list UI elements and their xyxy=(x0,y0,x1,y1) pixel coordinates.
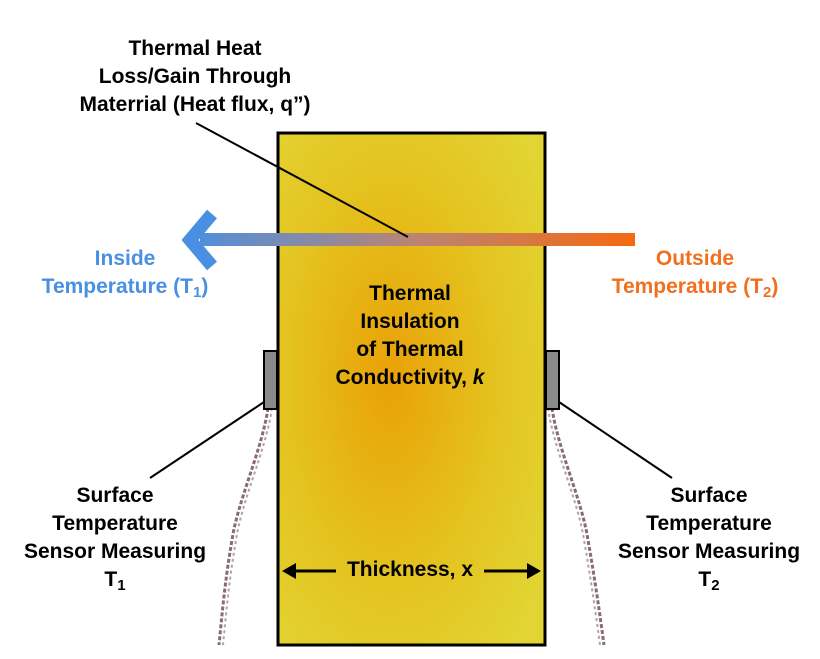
left-sensor-wire xyxy=(217,407,270,646)
right-sensor-label-line2: Temperature xyxy=(646,512,772,535)
thickness-arrowhead-left xyxy=(282,563,296,579)
left-sensor-label-line3: Sensor Measuring xyxy=(23,540,207,563)
left-sensor-label: Surface Temperature Sensor Measuring T1 xyxy=(5,482,225,594)
inside-temperature-label: Inside Temperature (T1) xyxy=(20,245,230,301)
heat-flux-leader-line xyxy=(195,122,409,238)
right-surface-sensor xyxy=(545,350,560,410)
right-sensor-leader-line xyxy=(558,401,673,479)
right-sensor-label-line4: T2 xyxy=(698,568,720,594)
thickness-arrowhead-right xyxy=(527,563,541,579)
insulation-label-line4: Conductivity, k xyxy=(335,366,485,389)
heat-flux-arrowhead xyxy=(181,209,217,271)
heat-flux-label: Thermal Heat Loss/Gain Through Materrial… xyxy=(60,35,330,119)
heat-flux-label-line1: Thermal Heat xyxy=(128,37,262,60)
left-sensor-label-line1: Surface xyxy=(76,484,154,507)
insulation-label-line3: of Thermal xyxy=(356,338,464,361)
left-sensor-leader-line xyxy=(149,401,265,479)
inside-label-line1: Inside xyxy=(94,247,156,270)
outside-temperature-label: Outside Temperature (T2) xyxy=(595,245,795,301)
right-sensor-label-line1: Surface xyxy=(670,484,748,507)
insulation-label-line2: Insulation xyxy=(360,310,460,333)
left-sensor-label-line2: Temperature xyxy=(52,512,178,535)
thickness-label: Thickness, x xyxy=(346,558,474,581)
right-sensor-label-line3: Sensor Measuring xyxy=(617,540,801,563)
outside-label-line2: Temperature (T2) xyxy=(611,275,779,301)
right-sensor-wire-2 xyxy=(547,407,601,646)
left-surface-sensor xyxy=(263,350,278,410)
left-sensor-wire-2 xyxy=(222,407,273,646)
heat-flux-arrow-shaft xyxy=(200,233,635,246)
outside-label-line1: Outside xyxy=(655,247,735,270)
inside-label-line2: Temperature (T1) xyxy=(41,275,209,301)
insulation-label: Thermal Insulation of Thermal Conductivi… xyxy=(320,280,500,392)
heat-flux-label-line2: Loss/Gain Through xyxy=(98,65,292,88)
insulation-label-line1: Thermal xyxy=(369,282,451,305)
left-sensor-label-line4: T1 xyxy=(104,568,126,594)
right-sensor-label: Surface Temperature Sensor Measuring T2 xyxy=(598,482,820,594)
right-sensor-wire xyxy=(550,407,606,646)
heat-flux-label-line3: Materrial (Heat flux, q”) xyxy=(79,93,311,116)
insulation-slab xyxy=(276,131,547,647)
